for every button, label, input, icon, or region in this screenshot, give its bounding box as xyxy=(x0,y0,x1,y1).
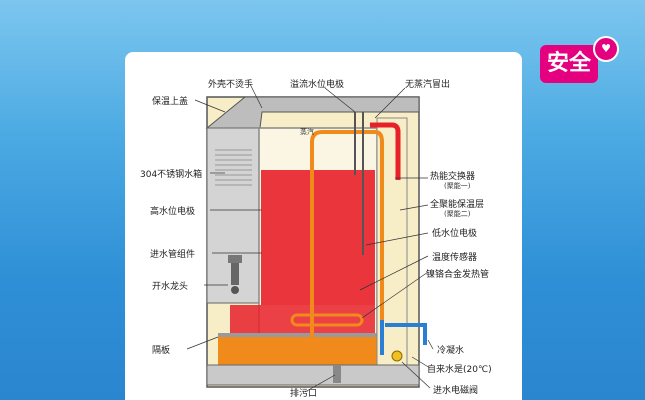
partition-plate xyxy=(218,333,378,337)
warm-water xyxy=(218,337,378,365)
label-partition: 隔板 xyxy=(152,346,171,356)
vent-slots xyxy=(215,149,252,186)
heart-icon: ♥ xyxy=(593,36,619,62)
heat-exchanger-tube xyxy=(310,130,384,340)
label-inlet-pipe: 进水管组件 xyxy=(150,250,196,260)
label-heat-exchanger: 热能交换器 xyxy=(430,172,476,182)
cold-water-pipe xyxy=(380,320,427,355)
base-plate xyxy=(206,364,420,386)
label-insulation-sub: (聚能二) xyxy=(444,210,471,218)
label-steam-small: 蒸汽 xyxy=(300,128,314,136)
leader-lines xyxy=(186,83,434,393)
label-lid: 保温上盖 xyxy=(152,97,189,107)
faucet-icon xyxy=(228,255,242,294)
label-heat-exchanger-sub: (聚能一) xyxy=(444,182,471,190)
label-solenoid: 进水电磁阀 xyxy=(433,386,479,396)
label-faucet: 开水龙头 xyxy=(152,282,189,292)
hot-water xyxy=(261,170,375,305)
steam-outlet-tube xyxy=(370,122,401,180)
label-cold-water: 冷凝水 xyxy=(437,346,465,356)
safe-badge: 安全 xyxy=(540,45,598,83)
label-temp-sensor: 温度传感器 xyxy=(432,253,478,263)
label-overflow: 溢流水位电极 xyxy=(290,80,345,90)
heating-tube xyxy=(290,313,364,327)
label-heating-tube: 镍铬合金发热管 xyxy=(426,270,490,280)
label-tank: 304不锈钢水箱 xyxy=(140,170,203,180)
label-low-level: 低水位电极 xyxy=(432,229,478,239)
lower-hot-water xyxy=(230,305,375,333)
label-tap-water: 自来水是(20℃) xyxy=(427,365,492,375)
label-shell: 外壳不烫手 xyxy=(208,80,254,90)
label-drain: 排污口 xyxy=(290,389,318,399)
label-insulation: 全聚能保温层 xyxy=(430,200,485,210)
label-high-level: 高水位电极 xyxy=(150,207,196,217)
label-steam: 无蒸汽冒出 xyxy=(405,80,451,90)
drain-pipe xyxy=(333,365,341,383)
solenoid-valve xyxy=(391,350,403,362)
